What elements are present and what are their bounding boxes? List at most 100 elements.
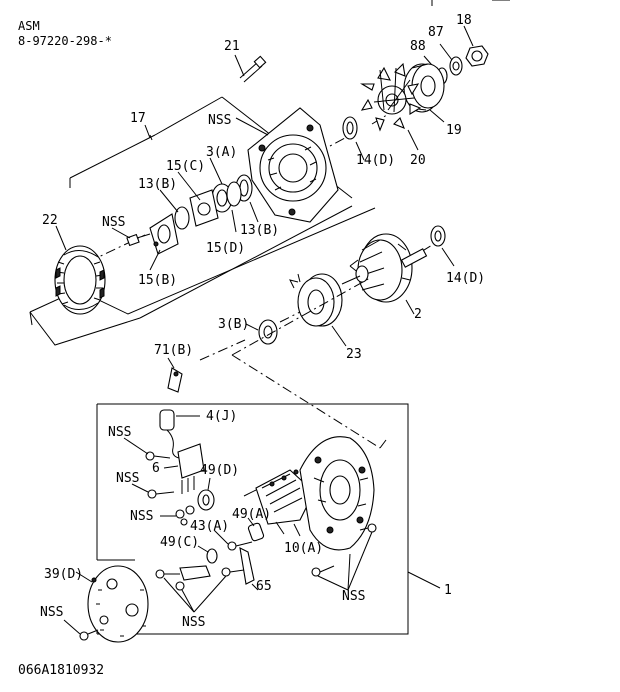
callout-13b-left: 13(B): [138, 177, 177, 192]
washer-87: [449, 56, 463, 76]
callout-18: 18: [456, 13, 472, 28]
callout-20: 20: [410, 153, 426, 168]
screw-nss-mid: [126, 233, 151, 247]
leader-39d: [75, 571, 93, 583]
leader-49c: [197, 545, 209, 553]
leader-13b-right: [249, 201, 259, 223]
bracket-71b: [167, 367, 183, 393]
callout-17: 17: [130, 111, 146, 126]
callout-4j: 4(J): [206, 409, 237, 424]
drawing-code: 066A1810932: [18, 663, 104, 678]
callout-65: 65: [256, 579, 272, 594]
callout-49a: 49(A): [232, 507, 271, 522]
callout-49c: 49(C): [160, 535, 199, 550]
leader-49a: [247, 517, 255, 527]
callout-3b: 3(B): [218, 317, 249, 332]
nut-18: [465, 45, 489, 67]
callout-87: 87: [428, 25, 444, 40]
screw-nss-pulley: [79, 629, 99, 641]
leader-87: [439, 43, 453, 61]
rotor-2: [341, 233, 428, 303]
leader-21: [234, 54, 245, 77]
leader-19: [429, 109, 445, 123]
callout-43a: 43(A): [190, 519, 229, 534]
leader-22: [55, 225, 67, 251]
leader-nss-rear-3: [347, 531, 373, 591]
leader-15b: [149, 249, 161, 271]
slip-ring-23: [289, 273, 343, 327]
leader-15d: [231, 209, 237, 233]
washer-15d: [226, 181, 242, 207]
bearing-3b: [258, 319, 278, 345]
leader-49d: [207, 477, 211, 491]
leader-nss-bottom-2: [181, 589, 195, 613]
callout-3a: 3(A): [206, 145, 237, 160]
leader-nss-pulley: [63, 619, 81, 635]
leader-71b: [167, 357, 175, 369]
stator-22: [54, 245, 106, 315]
callout-nss-bottom: NSS: [182, 615, 205, 630]
fan-20: [360, 62, 422, 132]
leader-15c: [177, 171, 201, 201]
callout-nss-a: NSS: [108, 425, 131, 440]
callout-nss-top: NSS: [208, 113, 231, 128]
bushing-49d: [197, 489, 215, 511]
regulator-6: [177, 443, 205, 494]
leader-nss-top: [235, 117, 269, 136]
bolt-43a: [227, 541, 253, 551]
callout-6: 6: [152, 461, 160, 476]
leader-10a: [293, 523, 301, 537]
retainer-plate-15c: [189, 189, 219, 227]
pulley-19: [403, 63, 445, 113]
callout-22: 22: [42, 213, 58, 228]
front-housing: [247, 107, 339, 223]
callout-15c: 15(C): [166, 159, 205, 174]
leader-nss-rear-2: [347, 553, 351, 591]
callout-2: 2: [414, 307, 422, 322]
rectifier-10a: [243, 469, 315, 535]
leader-1: [407, 571, 441, 589]
leader-23: [331, 325, 347, 347]
callout-10a: 10(A): [284, 541, 323, 556]
collar-14d-top: [342, 116, 358, 140]
leader-nss-bottom: [163, 577, 195, 613]
leader-nss-rear: [317, 575, 349, 591]
terminal-65: [221, 547, 255, 585]
callout-23: 23: [346, 347, 362, 362]
callout-71b: 71(B): [154, 343, 193, 358]
callout-14d-top: 14(D): [356, 153, 395, 168]
leader-6: [163, 465, 179, 469]
callout-15b: 15(B): [138, 273, 177, 288]
bolt-21: [239, 55, 267, 83]
callout-15d: 15(D): [206, 241, 245, 256]
callout-nss-rear: NSS: [342, 589, 365, 604]
callout-nss-c: NSS: [130, 509, 153, 524]
leader-13b-left: [159, 189, 179, 213]
leader-17: [144, 124, 151, 139]
leader-3a: [209, 157, 223, 185]
washer-13b-left: [174, 206, 190, 230]
callout-19: 19: [446, 123, 462, 138]
callout-nss-b: NSS: [116, 471, 139, 486]
leader-14d-top: [355, 141, 365, 161]
leader-2: [405, 299, 415, 315]
callout-1: 1: [444, 583, 452, 598]
retainer-plate-15b: [149, 213, 179, 255]
leader-20: [407, 129, 419, 151]
nuts-nss-c: [175, 505, 195, 526]
screw-nss-b: [147, 489, 175, 499]
callout-21: 21: [224, 39, 240, 54]
leader-18: [463, 25, 474, 47]
leader-3b: [245, 323, 259, 331]
wire-strap: [155, 565, 211, 591]
leader-nss-bottom-3: [193, 575, 227, 613]
callout-49d: 49(D): [200, 463, 239, 478]
leader-65: [251, 583, 259, 591]
callout-88: 88: [410, 39, 426, 54]
leader-nss-mid: [111, 227, 131, 239]
leader-43a: [213, 529, 229, 545]
leader-14d-right: [441, 247, 455, 267]
callout-13b-right: 13(B): [240, 223, 279, 238]
assembly-title: ASM: [18, 19, 40, 33]
